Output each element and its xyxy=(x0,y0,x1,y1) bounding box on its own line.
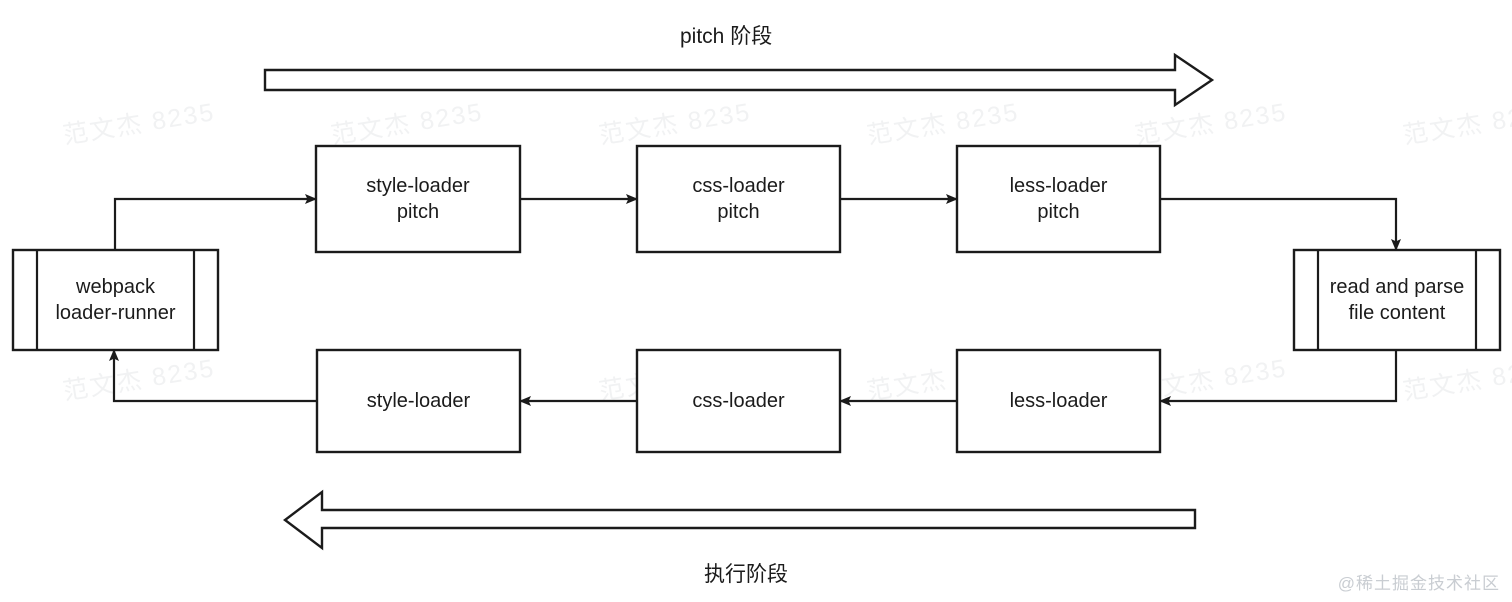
credit-watermark: @稀土掘金技术社区 xyxy=(1337,574,1500,593)
node-label-read-and-parse-file-content: read and parse file content xyxy=(1329,276,1465,324)
edge-runner-to-style-pitch xyxy=(113,194,317,250)
node-label-less-loader: less-loader xyxy=(1009,390,1108,412)
edge-less-pitch-to-read-parse xyxy=(1160,197,1401,251)
edge-style-loader-to-runner xyxy=(109,349,317,403)
edge-read-parse-to-less-loader xyxy=(1159,350,1398,406)
execute-phase-block-arrow xyxy=(283,489,1197,551)
node-label-webpack-loader-runner: webpack loader-runner xyxy=(55,276,176,324)
node-label-css-loader-pitch: css-loader pitch xyxy=(692,175,785,223)
node-webpack-loader-runner[interactable] xyxy=(11,248,220,352)
node-label-less-loader-pitch: less-loader pitch xyxy=(1009,175,1108,223)
node-style-loader-pitch[interactable] xyxy=(314,144,522,254)
node-label-style-loader: style-loader xyxy=(366,390,471,412)
node-label-css-loader: css-loader xyxy=(692,390,785,412)
pitch-phase-block-arrow xyxy=(263,52,1215,108)
execute-phase-label: 执行阶段 xyxy=(704,563,788,586)
pitch-phase-label: pitch 阶段 xyxy=(680,25,773,48)
node-label-style-loader-pitch: style-loader pitch xyxy=(366,175,470,223)
